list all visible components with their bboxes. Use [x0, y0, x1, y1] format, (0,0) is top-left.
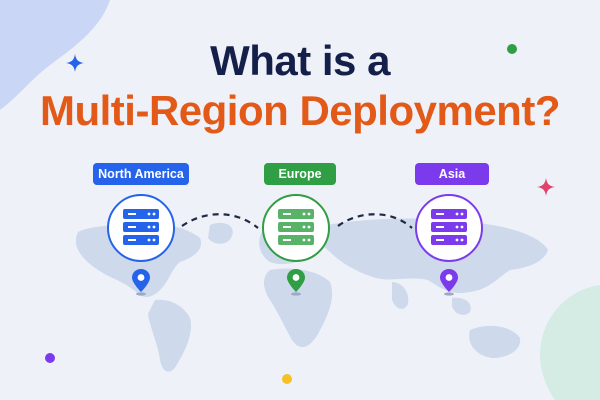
connection-na-europe: [181, 213, 259, 229]
map-south-america: [148, 299, 192, 372]
map-africa: [264, 268, 333, 348]
map-se-asia: [452, 297, 471, 315]
blob-bottom-right: [540, 285, 600, 400]
server-node-europe: [262, 194, 330, 262]
blob-top-left: [0, 0, 110, 110]
connection-europe-asia: [337, 213, 413, 229]
server-stack-icon: [278, 209, 314, 245]
region-label-europe: Europe: [264, 163, 336, 185]
map-pin-icon: [440, 269, 458, 296]
server-node-north-america: [107, 194, 175, 262]
map-pin-icon: [132, 269, 150, 296]
sparkle-icon: [66, 54, 84, 72]
server-node-asia: [415, 194, 483, 262]
region-label-asia: Asia: [415, 163, 489, 185]
dot-decoration-purple: [45, 353, 55, 363]
map-south-asia: [392, 282, 409, 309]
dot-decoration-green: [507, 44, 517, 54]
map-pin-icon: [287, 269, 305, 296]
map-greenland: [208, 222, 233, 244]
server-stack-icon: [123, 209, 159, 245]
map-australia: [469, 325, 521, 358]
region-label-north-america: North America: [93, 163, 189, 185]
dot-decoration-yellow: [282, 374, 292, 384]
title-line-2: Multi-Region Deployment?: [40, 87, 560, 134]
title-line-1: What is a: [210, 37, 390, 84]
sparkle-icon: [537, 178, 555, 196]
server-stack-icon: [431, 209, 467, 245]
